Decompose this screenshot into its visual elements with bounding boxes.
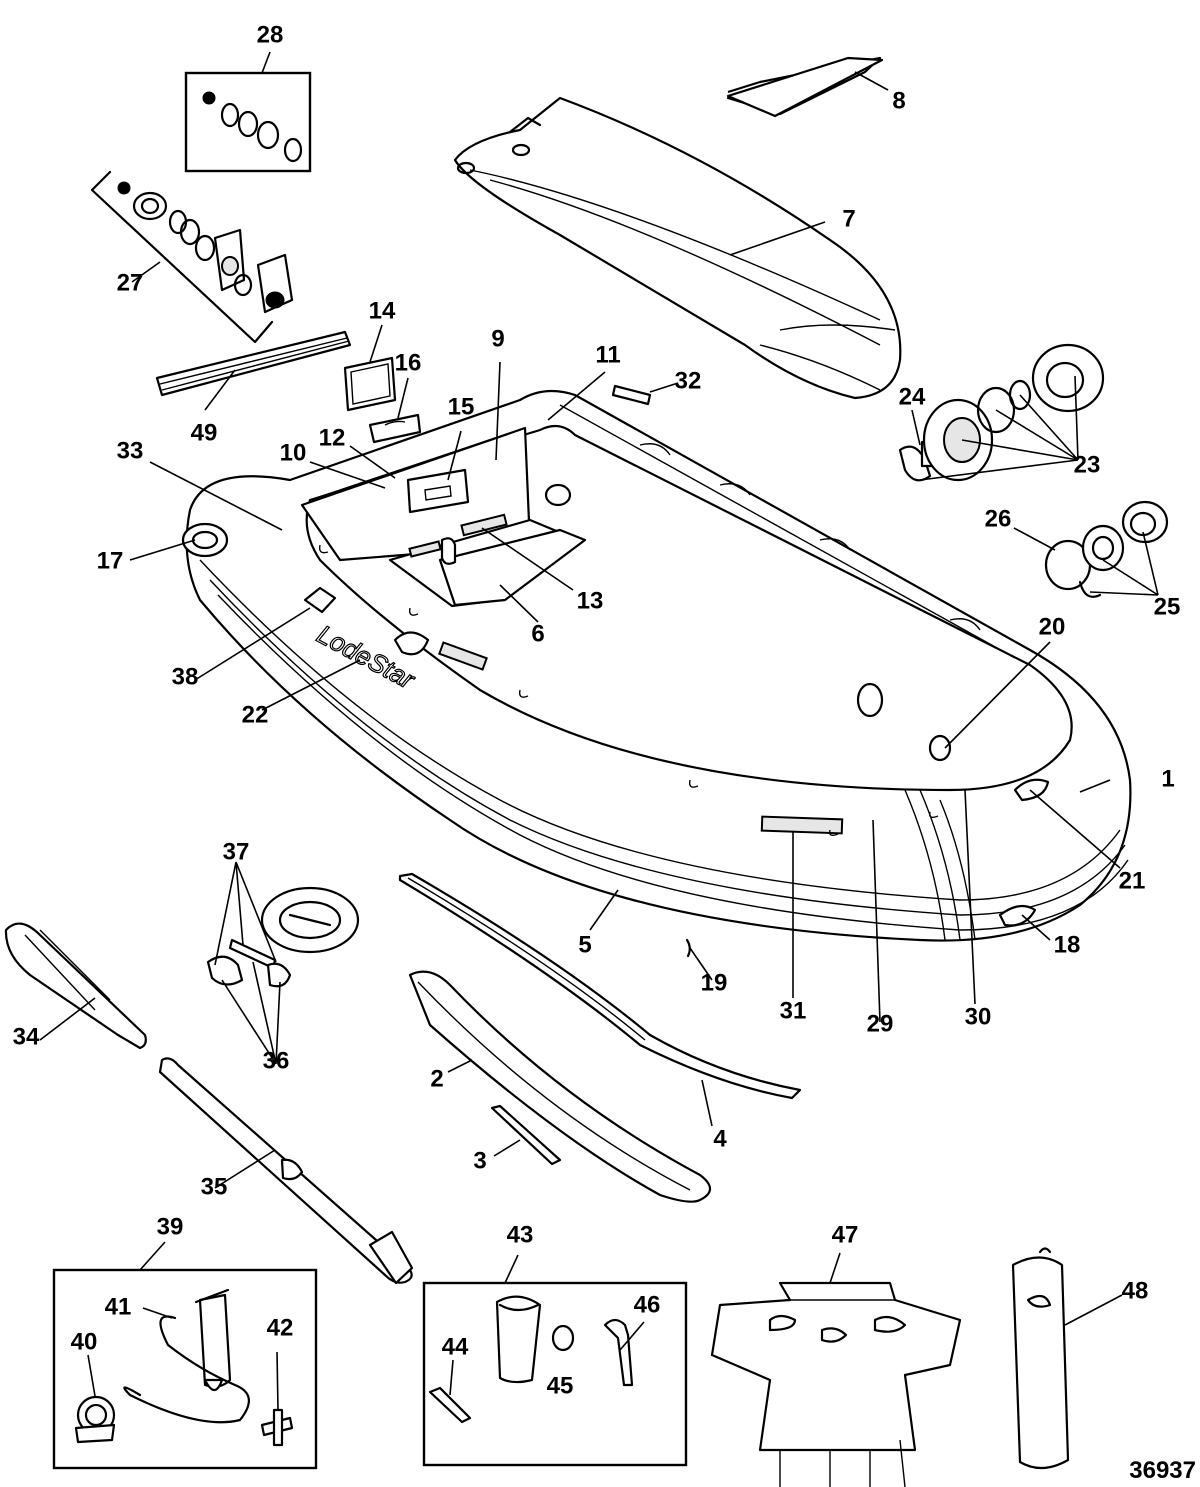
callout-49: 49: [191, 419, 218, 446]
callout-6: 6: [531, 620, 544, 647]
part-28-oring-kit: [184, 71, 312, 173]
callout-33: 33: [117, 437, 144, 464]
callout-19: 19: [701, 969, 728, 996]
callout-2: 2: [430, 1065, 443, 1092]
callout-43: 43: [507, 1221, 534, 1248]
part-4-keel-strip: [398, 872, 802, 1100]
callout-12: 12: [319, 424, 346, 451]
callout-28: 28: [257, 21, 284, 48]
part-16-clip: [368, 413, 422, 444]
callout-3: 3: [473, 1147, 486, 1174]
part-25-valve-body: [1081, 500, 1169, 572]
callout-21: 21: [1119, 867, 1146, 894]
callout-8: 8: [892, 87, 905, 114]
callout-9: 9: [491, 325, 504, 352]
part-47-boat-cover: [710, 1281, 962, 1487]
callout-14: 14: [369, 297, 396, 324]
callout-39: 39: [157, 1213, 184, 1240]
callout-1: 1: [1161, 765, 1174, 792]
callout-27: 27: [117, 269, 144, 296]
callout-5: 5: [578, 931, 591, 958]
callout-29: 29: [867, 1010, 894, 1037]
leader-lines: [39, 51, 1159, 1411]
callout-47: 47: [832, 1221, 859, 1248]
part-23-valve-body: [922, 343, 1105, 482]
part-2-keel-strip: [408, 970, 712, 1203]
part-45-valve-plug: [551, 1324, 575, 1352]
callout-labels: 1 2 3 4 5 6 7 8 9 10 11 12 13 14 15 16 1…: [13, 21, 1181, 1399]
callout-23: 23: [1074, 451, 1101, 478]
callout-30: 30: [965, 1003, 992, 1030]
part-49-rub-rail: [155, 330, 352, 397]
boat-hull: LodeStar: [181, 389, 1132, 958]
callout-25: 25: [1154, 593, 1181, 620]
callout-44: 44: [442, 1333, 469, 1360]
callout-46: 46: [634, 1291, 661, 1318]
part-7-floor-board: [453, 96, 902, 400]
part-39-pump-kit: [52, 1268, 318, 1470]
callout-20: 20: [1039, 613, 1066, 640]
callout-37: 37: [223, 838, 250, 865]
part-26-valve-cap: [1044, 539, 1102, 598]
part-3-keel-tip: [490, 1104, 562, 1166]
callout-18: 18: [1054, 931, 1081, 958]
part-46-valve-wrench: [603, 1318, 634, 1387]
callout-45: 45: [547, 1372, 574, 1399]
callout-24: 24: [899, 383, 926, 410]
part-8-strip: [726, 56, 884, 118]
callout-35: 35: [201, 1173, 228, 1200]
callout-26: 26: [985, 505, 1012, 532]
callout-22: 22: [242, 701, 269, 728]
callout-17: 17: [97, 547, 124, 574]
part-37-oarlock: [260, 886, 360, 954]
part-42-pump-adapter: [260, 1408, 294, 1447]
callout-31: 31: [780, 997, 807, 1024]
part-36-oarlock-pin: [206, 938, 292, 988]
callout-48: 48: [1122, 1277, 1149, 1304]
callout-7: 7: [842, 205, 855, 232]
callout-40: 40: [71, 1328, 98, 1355]
part-35-oar-shaft: [158, 1057, 414, 1285]
callout-13: 13: [577, 587, 604, 614]
part-48-storage-bag: [1011, 1247, 1070, 1470]
part-44-adhesive-tube: [428, 1386, 472, 1424]
callout-42: 42: [267, 1314, 294, 1341]
part-14-plate: [343, 356, 397, 412]
part-27-valve-assembly: [90, 170, 294, 344]
callout-4: 4: [713, 1125, 727, 1152]
document-number: 36937: [1129, 1457, 1196, 1484]
part-43-repair-kit: [422, 1281, 688, 1467]
callout-38: 38: [172, 663, 199, 690]
part-32-decal: [611, 384, 652, 406]
callout-36: 36: [263, 1047, 290, 1074]
callout-15: 15: [448, 393, 475, 420]
part-40-pressure-gauge: [74, 1395, 116, 1444]
callout-41: 41: [105, 1293, 132, 1320]
callout-16: 16: [395, 349, 422, 376]
callout-32: 32: [675, 367, 702, 394]
part-34-oar-blade: [4, 922, 147, 1050]
callout-34: 34: [13, 1023, 40, 1050]
callout-11: 11: [595, 341, 620, 368]
callout-10: 10: [280, 439, 307, 466]
